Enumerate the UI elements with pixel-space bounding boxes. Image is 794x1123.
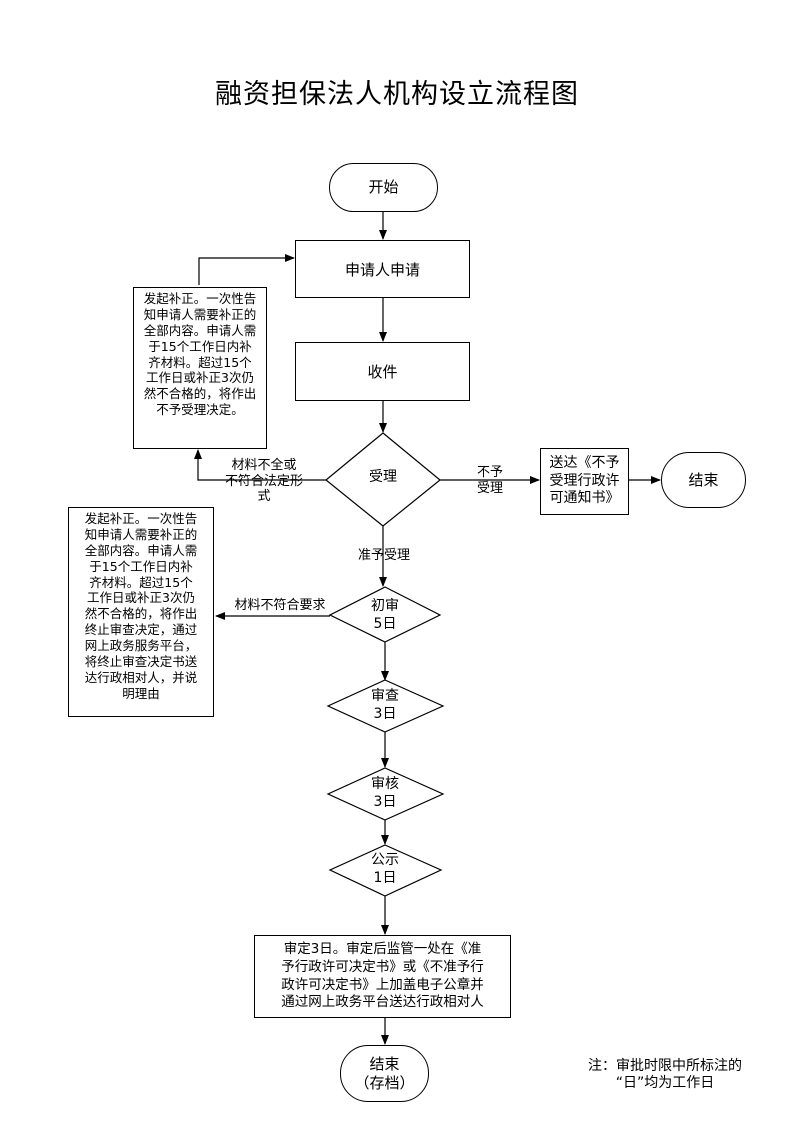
label-not-compliant: 材料不符合要求 [234,598,326,613]
initial-review-node-text: 初审 5日 [371,598,399,632]
publicity-node-text: 公示 1日 [371,852,399,886]
receive-node: 收件 [295,342,470,401]
accept-diamond [325,432,441,527]
publicity-diamond [328,844,443,897]
supplement-note-2: 发起补正。一次性告 知申请人需要补正的 全部内容。申请人需 于15个工作日内补 … [68,507,214,717]
label-not-accepted: 不予 受理 [476,465,503,496]
accept-node-text: 受理 [369,469,397,485]
review-node-text: 审查 3日 [371,688,399,722]
page-title: 融资担保法人机构设立流程图 [215,79,579,110]
label-incomplete: 材料不全或 不符合法定形 式 [224,458,303,505]
start-node: 开始 [329,163,438,212]
initial-review-diamond [328,586,442,643]
notice-reject-node: 送达《不予 受理行政许 可通知书》 [540,448,629,515]
decision-node: 审定3日。审定后监管一处在《准 予行政许可决定书》或《不准予行 政许可决定书》上… [254,935,511,1018]
label-accepted: 准予受理 [357,548,410,563]
arrow-supplement1-apply [198,254,295,285]
footnote: 注：审批时限中所标注的 “日”均为工作日 [588,1058,742,1091]
supplement-note-1: 发起补正。一次性告 知申请人需要补正的 全部内容。申请人需 于15个工作日内补 … [133,287,267,449]
apply-node: 申请人申请 [295,240,470,298]
review-diamond [326,679,445,733]
end-reject-node: 结束 [661,452,746,508]
audit-diamond [326,767,445,821]
end-archive-node: 结束 （存档） [340,1045,429,1102]
arrow-accept-supplement1 [194,449,326,481]
audit-node-text: 审核 3日 [371,776,399,810]
